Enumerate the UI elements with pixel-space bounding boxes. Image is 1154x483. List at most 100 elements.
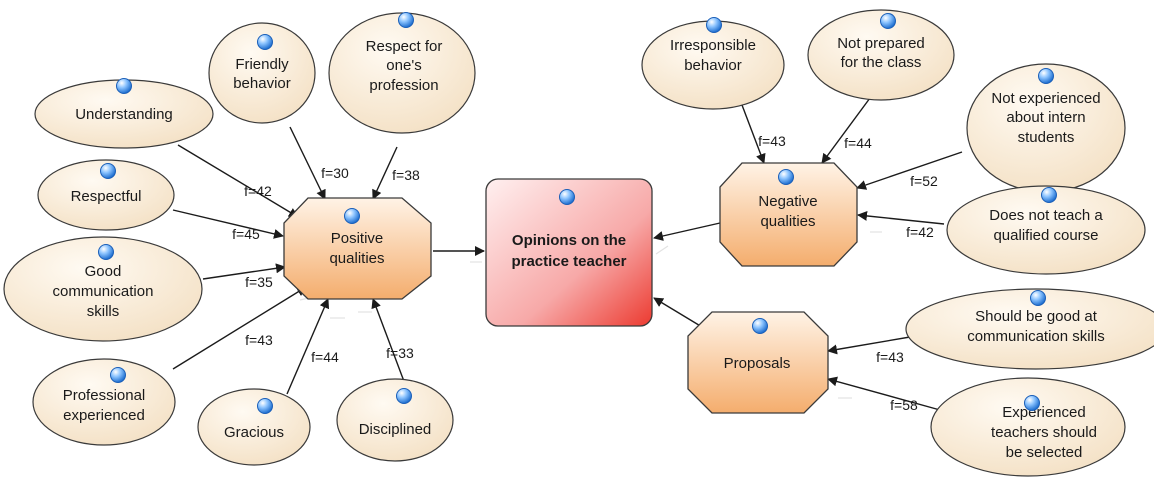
node-disciplined[interactable]: Disciplined: [336, 378, 454, 462]
edge-respect-prof: [372, 146, 398, 200]
marker-icon: [1024, 395, 1040, 411]
svg-text:experienced: experienced: [63, 407, 145, 424]
svg-text:students: students: [1018, 129, 1075, 146]
svg-text:Should be good at: Should be good at: [975, 308, 1098, 325]
svg-text:Opinions on the: Opinions on the: [512, 232, 626, 249]
node-friendly-behavior[interactable]: Friendly behavior: [208, 22, 316, 124]
marker-icon: [1038, 68, 1054, 84]
svg-text:teachers should: teachers should: [991, 424, 1097, 441]
svg-text:about intern: about intern: [1006, 109, 1085, 126]
marker-icon: [257, 398, 273, 414]
edge-understanding: [177, 144, 299, 218]
edge-irresponsible: [741, 104, 766, 164]
marker-icon: [559, 189, 575, 205]
node-not-experienced[interactable]: Not experienced about intern students: [966, 63, 1126, 193]
svg-text:skills: skills: [87, 303, 120, 320]
node-gracious[interactable]: Gracious: [197, 388, 311, 466]
svg-text:Good: Good: [85, 263, 122, 280]
marker-icons: [98, 12, 1057, 414]
marker-icon: [344, 208, 360, 224]
svg-text:Not prepared: Not prepared: [837, 35, 925, 52]
edge-respectful: [172, 209, 284, 239]
marker-icon: [1041, 187, 1057, 203]
marker-icon: [752, 318, 768, 334]
node-label: Disciplined: [359, 421, 432, 438]
marker-icon: [1030, 290, 1046, 306]
svg-text:behavior: behavior: [233, 75, 291, 92]
marker-icon: [706, 17, 722, 33]
node-label: Understanding: [75, 106, 173, 123]
node-label: Gracious: [224, 424, 284, 441]
freq-not-experienced: f=52: [910, 173, 938, 189]
hub-nodes: Positive qualities Negative qualities Pr…: [283, 162, 858, 414]
freq-gracious: f=44: [311, 349, 339, 365]
svg-text:behavior: behavior: [684, 57, 742, 74]
svg-text:qualities: qualities: [329, 250, 384, 267]
edge-not-qualified: [857, 210, 945, 225]
svg-text:Experienced: Experienced: [1002, 404, 1085, 421]
svg-text:Respect for: Respect for: [366, 38, 443, 55]
freq-not-prepared: f=44: [844, 135, 872, 151]
marker-icon: [778, 169, 794, 185]
svg-text:qualified course: qualified course: [993, 227, 1098, 244]
node-respectful[interactable]: Respectful: [37, 159, 175, 231]
svg-text:communication skills: communication skills: [967, 328, 1105, 345]
svg-text:practice teacher: practice teacher: [511, 253, 626, 270]
hub-positive-qualities[interactable]: Positive qualities: [283, 197, 432, 300]
freq-friendly: f=30: [321, 165, 349, 181]
freq-disciplined: f=33: [386, 345, 414, 361]
svg-text:Not experienced: Not experienced: [991, 90, 1100, 107]
svg-text:Does not teach a: Does not teach a: [989, 207, 1103, 224]
hub-negative-qualities[interactable]: Negative qualities: [719, 162, 858, 267]
edge-exp-teachers: [827, 376, 941, 411]
node-irresponsible-behavior[interactable]: Irresponsible behavior: [641, 20, 785, 110]
svg-text:qualities: qualities: [760, 213, 815, 230]
node-good-communication[interactable]: Good communication skills: [3, 236, 203, 342]
edge-should-comm: [827, 336, 911, 355]
theme-nodes: Understanding Friendly behavior Respect …: [3, 9, 1154, 477]
marker-icon: [880, 13, 896, 29]
svg-text:Positive: Positive: [331, 230, 384, 247]
edge-negative-core: [653, 222, 721, 241]
frequency-labels: f=42 f=30 f=38 f=45 f=35 f=43 f=44 f=33 …: [232, 133, 938, 413]
node-not-qualified[interactable]: Does not teach a qualified course: [946, 185, 1146, 275]
node-experienced-teachers[interactable]: Experienced teachers should be selected: [930, 377, 1126, 477]
node-not-prepared[interactable]: Not prepared for the class: [807, 9, 955, 101]
node-respect-profession[interactable]: Respect for one's profession: [328, 12, 476, 134]
svg-text:one's: one's: [386, 57, 421, 74]
marker-icon: [398, 12, 414, 28]
marker-icon: [257, 34, 273, 50]
node-understanding[interactable]: Understanding: [34, 79, 214, 149]
freq-respect-prof: f=38: [392, 167, 420, 183]
svg-text:Friendly: Friendly: [235, 56, 289, 73]
freq-not-qualified: f=42: [906, 224, 934, 240]
positive-edges: [172, 126, 485, 395]
svg-text:Negative: Negative: [758, 193, 817, 210]
hub-label: Proposals: [724, 355, 791, 372]
edge-not-prepared: [821, 97, 871, 164]
edge-gracious: [286, 298, 330, 395]
svg-text:for the class: for the class: [841, 54, 922, 71]
node-label: Respectful: [71, 188, 142, 205]
freq-should-comm: f=43: [876, 349, 904, 365]
marker-icon: [116, 78, 132, 94]
edge-friendly: [289, 126, 326, 200]
marker-icon: [396, 388, 412, 404]
svg-text:be selected: be selected: [1006, 444, 1083, 461]
svg-text:Professional: Professional: [63, 387, 146, 404]
freq-respectful: f=45: [232, 226, 260, 242]
core-node[interactable]: Opinions on the practice teacher: [485, 178, 653, 327]
negative-edges: [653, 97, 963, 241]
freq-good-comm: f=35: [245, 274, 273, 290]
node-professional-experienced[interactable]: Professional experienced: [32, 358, 176, 446]
svg-text:profession: profession: [369, 77, 438, 94]
edge-disciplined: [371, 298, 406, 385]
freq-irresponsible: f=43: [758, 133, 786, 149]
marker-icon: [110, 367, 126, 383]
hub-proposals[interactable]: Proposals: [687, 311, 829, 414]
svg-text:Irresponsible: Irresponsible: [670, 37, 756, 54]
node-should-communication[interactable]: Should be good at communication skills: [905, 288, 1154, 370]
edge-not-experienced: [856, 151, 963, 190]
